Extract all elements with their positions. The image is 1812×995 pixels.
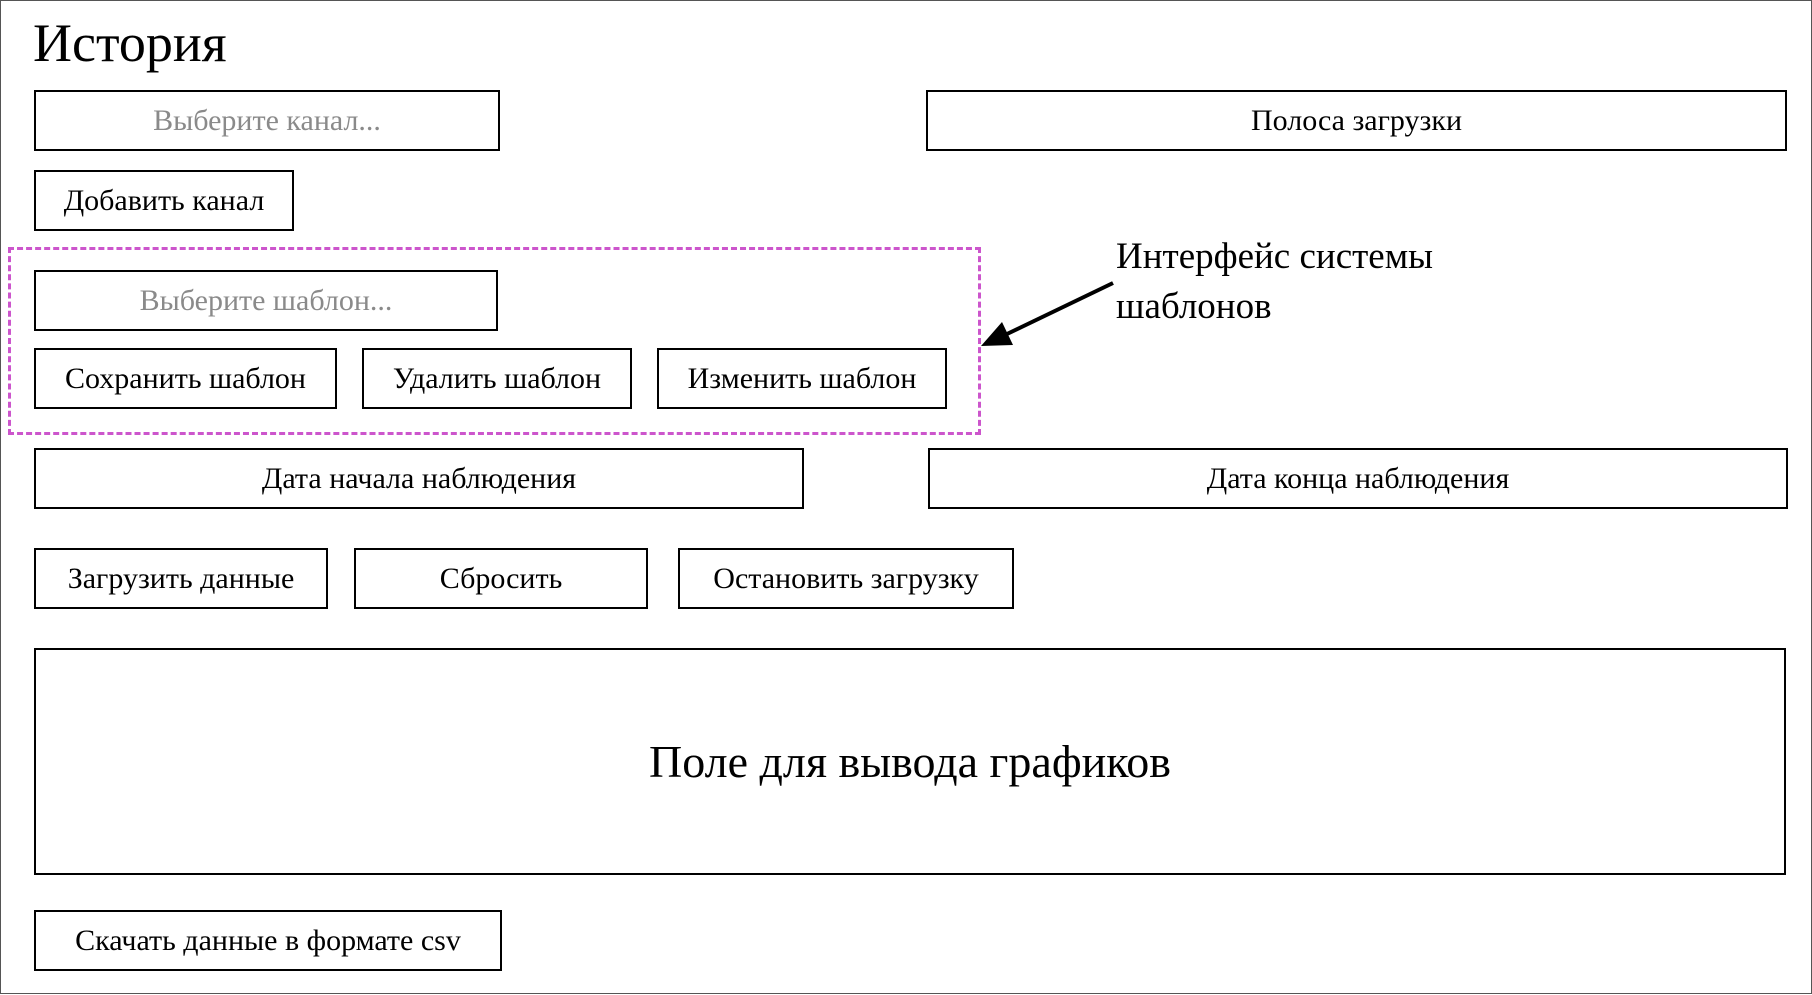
- delete-template-button[interactable]: Удалить шаблон: [362, 348, 632, 409]
- edit-template-button[interactable]: Изменить шаблон: [657, 348, 947, 409]
- stop-loading-button[interactable]: Остановить загрузку: [678, 548, 1014, 609]
- progress-bar: Полоса загрузки: [926, 90, 1787, 151]
- page-title: История: [33, 13, 227, 73]
- chart-output-area: Поле для вывода графиков: [34, 648, 1786, 875]
- end-date-field[interactable]: Дата конца наблюдения: [928, 448, 1788, 509]
- channel-select[interactable]: Выберите канал...: [34, 90, 500, 151]
- add-channel-button[interactable]: Добавить канал: [34, 170, 294, 231]
- save-template-button[interactable]: Сохранить шаблон: [34, 348, 337, 409]
- load-data-button[interactable]: Загрузить данные: [34, 548, 328, 609]
- download-csv-button[interactable]: Скачать данные в формате csv: [34, 910, 502, 971]
- annotation-line-1: Интерфейс системы: [1116, 236, 1433, 277]
- annotation-line-2: шаблонов: [1116, 286, 1272, 327]
- template-select[interactable]: Выберите шаблон...: [34, 270, 498, 331]
- template-system-zone: [8, 247, 981, 435]
- reset-button[interactable]: Сбросить: [354, 548, 648, 609]
- template-annotation: Интерфейс системы шаблонов: [1116, 232, 1433, 332]
- start-date-field[interactable]: Дата начала наблюдения: [34, 448, 804, 509]
